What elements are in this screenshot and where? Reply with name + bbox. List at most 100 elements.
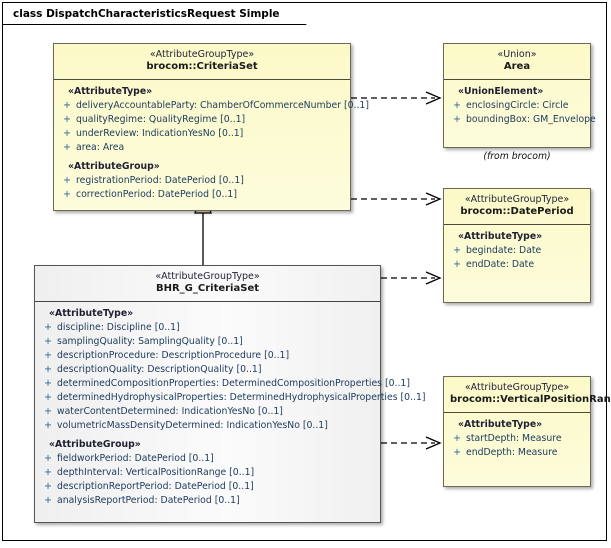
class-header-bhr-g-criteriaset: «AttributeGroupType» BHR_G_CriteriaSet (35, 266, 380, 302)
class-header-dateperiod: «AttributeGroupType» brocom::DatePeriod (444, 189, 590, 225)
attribute-row: + qualityRegime: QualityRegime [0..1] (58, 113, 346, 127)
visibility-marker: + (44, 466, 52, 478)
visibility-marker: + (44, 335, 52, 347)
attribute-group-label: «AttributeGroup» (68, 160, 160, 172)
attribute-row: + determinedCompositionProperties: Deter… (39, 377, 410, 391)
class-stereotype: «Union» (497, 49, 537, 60)
attribute-text: descriptionProcedure: DescriptionProcedu… (57, 349, 290, 361)
class-body-criteriaset: «AttributeType» + deliveryAccountablePar… (54, 80, 369, 210)
attribute-text: qualityRegime: QualityRegime [0..1] (76, 113, 246, 125)
attribute-text: correctionPeriod: DatePeriod [0..1] (76, 188, 237, 200)
attribute-group-label: «AttributeType» (458, 230, 543, 242)
visibility-marker: + (44, 349, 52, 361)
attribute-text: begindate: Date (466, 244, 542, 256)
class-stereotype: «AttributeGroupType» (155, 271, 260, 282)
attribute-group-label: «AttributeGroup» (49, 438, 141, 450)
attribute-row: + boundingBox: GM_Envelope (448, 113, 596, 127)
attribute-row: + correctionPeriod: DatePeriod [0..1] (58, 188, 346, 202)
attribute-text: descriptionQuality: DescriptionQuality [… (57, 363, 262, 375)
attribute-text: depthInterval: VerticalPositionRange [0.… (57, 466, 255, 478)
attribute-row: + endDate: Date (448, 258, 586, 272)
visibility-marker: + (63, 141, 71, 153)
attribute-text: determinedHydrophysicalProperties: Deter… (57, 391, 426, 403)
attribute-text: volumetricMassDensityDetermined: Indicat… (57, 419, 328, 431)
visibility-marker: + (44, 419, 52, 431)
visibility-marker: + (453, 258, 461, 270)
attribute-row: + waterContentDetermined: IndicationYesN… (39, 405, 376, 419)
class-stereotype: «AttributeGroupType» (464, 382, 570, 393)
visibility-marker: + (453, 113, 461, 125)
visibility-marker: + (453, 99, 461, 111)
attribute-row: + descriptionReportPeriod: DatePeriod [0… (39, 480, 376, 494)
visibility-marker: + (44, 480, 52, 492)
visibility-marker: + (44, 321, 52, 333)
attribute-row: + underReview: IndicationYesNo [0..1] (58, 127, 346, 141)
attribute-text: waterContentDetermined: IndicationYesNo … (57, 405, 283, 417)
attribute-row: + descriptionProcedure: DescriptionProce… (39, 349, 376, 363)
visibility-marker: + (63, 188, 71, 200)
visibility-marker: + (44, 377, 52, 389)
class-name: brocom::DatePeriod (460, 206, 574, 218)
diagram-title-text: class DispatchCharacteristicsRequest Sim… (13, 7, 280, 20)
attribute-row: + begindate: Date (448, 244, 586, 258)
attribute-text: samplingQuality: SamplingQuality [0..1] (57, 335, 243, 347)
class-header-area: «Union» Area (444, 44, 590, 80)
attribute-text: analysisReportPeriod: DatePeriod [0..1] (57, 494, 240, 506)
visibility-marker: + (453, 244, 461, 256)
attribute-text: area: Area (76, 141, 125, 153)
visibility-marker: + (44, 494, 52, 506)
visibility-marker: + (63, 99, 71, 111)
visibility-marker: + (63, 113, 71, 125)
class-box-criteriaset[interactable]: «AttributeGroupType» brocom::CriteriaSet… (53, 43, 369, 211)
attribute-row: + discipline: Discipline [0..1] (39, 321, 376, 335)
attribute-text: underReview: IndicationYesNo [0..1] (76, 127, 244, 139)
class-box-dateperiod[interactable]: «AttributeGroupType» brocom::DatePeriod … (443, 188, 591, 303)
class-box-bhr-g-criteriaset[interactable]: «AttributeGroupType» BHR_G_CriteriaSet «… (34, 265, 425, 523)
package-origin-note-area: (from brocom) (483, 151, 551, 162)
attribute-row: + enclosingCircle: Circle (448, 99, 586, 113)
attribute-group-label: «AttributeType» (68, 85, 153, 97)
attribute-row: + registrationPeriod: DatePeriod [0..1] (58, 174, 346, 188)
attribute-text: boundingBox: GM_Envelope (466, 113, 596, 125)
class-header-verticalpositionrange: «AttributeGroupType» brocom::VerticalPos… (444, 377, 611, 413)
attribute-text: descriptionReportPeriod: DatePeriod [0..… (57, 480, 254, 492)
visibility-marker: + (63, 174, 71, 186)
attribute-row: + determinedHydrophysicalProperties: Det… (39, 391, 425, 405)
class-stereotype: «AttributeGroupType» (149, 49, 255, 60)
class-name: brocom::VerticalPositionRange (450, 394, 611, 406)
attribute-text: startDepth: Measure (466, 432, 562, 444)
dependency-bhr-to-dateperiod (381, 271, 442, 285)
class-body-dateperiod: «AttributeType» + begindate: Date + endD… (444, 225, 590, 302)
attribute-row: + fieldworkPeriod: DatePeriod [0..1] (39, 452, 376, 466)
visibility-marker: + (44, 363, 52, 375)
attribute-row: + descriptionQuality: DescriptionQuality… (39, 363, 376, 377)
attribute-row: + startDepth: Measure (448, 432, 586, 446)
visibility-marker: + (453, 446, 461, 458)
attribute-row: + deliveryAccountableParty: ChamberOfCom… (58, 99, 369, 113)
attribute-text: enclosingCircle: Circle (466, 99, 569, 111)
diagram-title-tab: class DispatchCharacteristicsRequest Sim… (3, 3, 307, 25)
class-body-bhr-g-criteriaset: «AttributeType» + discipline: Discipline… (35, 302, 425, 516)
class-box-verticalpositionrange[interactable]: «AttributeGroupType» brocom::VerticalPos… (443, 376, 611, 487)
class-body-verticalpositionrange: «AttributeType» + startDepth: Measure + … (444, 413, 590, 486)
attribute-row: + volumetricMassDensityDetermined: Indic… (39, 419, 376, 433)
dependency-bhr-to-verticalpositionrange (381, 436, 442, 450)
class-name: brocom::CriteriaSet (146, 61, 258, 73)
visibility-marker: + (453, 432, 461, 444)
attribute-group-label: «AttributeType» (49, 307, 134, 319)
class-name: BHR_G_CriteriaSet (155, 283, 260, 295)
visibility-marker: + (44, 391, 52, 403)
class-name: Area (503, 61, 531, 73)
class-body-area: «UnionElement» + enclosingCircle: Circle… (444, 80, 596, 147)
class-box-area[interactable]: «Union» Area «UnionElement» + enclosingC… (443, 43, 596, 148)
attribute-row: + analysisReportPeriod: DatePeriod [0..1… (39, 494, 376, 508)
attribute-group-label: «UnionElement» (458, 85, 544, 97)
attribute-text: deliveryAccountableParty: ChamberOfComme… (76, 99, 369, 111)
visibility-marker: + (44, 405, 52, 417)
attribute-text: endDate: Date (466, 258, 535, 270)
attribute-row: + depthInterval: VerticalPositionRange [… (39, 466, 376, 480)
attribute-group-label: «AttributeType» (458, 418, 543, 430)
class-header-criteriaset: «AttributeGroupType» brocom::CriteriaSet (54, 44, 350, 80)
attribute-text: endDepth: Measure (466, 446, 558, 458)
